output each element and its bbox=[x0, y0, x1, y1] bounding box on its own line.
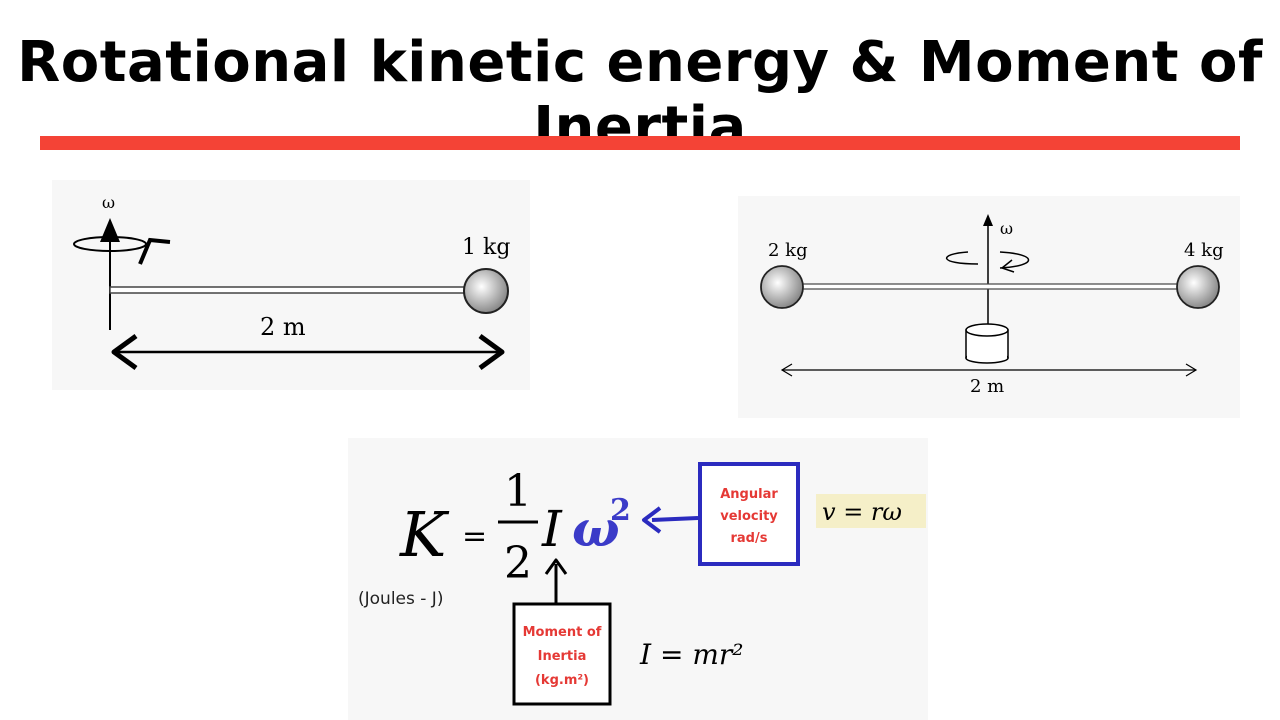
length-arrow-left bbox=[111, 333, 138, 371]
fraction-numerator: 1 bbox=[504, 466, 532, 517]
omega-symbol: ω bbox=[572, 499, 620, 558]
diagram-two-masses: ω 2 kg 4 kg 2 m bbox=[738, 196, 1240, 418]
length-label: 2 m bbox=[260, 313, 306, 341]
inertia-relation: I = mr² bbox=[639, 638, 743, 671]
rod bbox=[779, 283, 1201, 290]
moment-box-line-1: Moment of bbox=[523, 625, 602, 640]
omega-label: ω bbox=[102, 193, 115, 212]
fraction-denominator: 2 bbox=[504, 538, 532, 589]
rotation-arrow bbox=[138, 237, 171, 265]
omega-pointer-line bbox=[651, 516, 699, 522]
moment-of-inertia-box bbox=[512, 602, 612, 706]
kinetic-energy-symbol: K bbox=[399, 498, 450, 571]
mass-label: 1 kg bbox=[462, 235, 510, 260]
diagram-single-mass: ω 1 kg 2 m bbox=[52, 180, 530, 390]
mass-ball-left bbox=[760, 265, 804, 309]
velocity-relation-highlight bbox=[816, 494, 926, 528]
mass-ball-right bbox=[1176, 265, 1220, 309]
angular-velocity-box bbox=[698, 462, 800, 566]
angular-box-line-3: rad/s bbox=[731, 531, 768, 546]
angular-box-line-2: velocity bbox=[720, 509, 778, 524]
moment-box-line-2: Inertia bbox=[538, 649, 587, 664]
inertia-pointer-head bbox=[544, 558, 568, 575]
length-arrow-right bbox=[1185, 363, 1198, 377]
rotation-loop bbox=[945, 251, 1030, 269]
equals-sign: = bbox=[462, 519, 487, 554]
pivot-cylinder-top bbox=[965, 323, 1009, 337]
omega-label: ω bbox=[1000, 219, 1013, 238]
omega-pointer-head bbox=[642, 506, 662, 534]
mass-ball bbox=[463, 268, 509, 314]
length-arrow-right bbox=[478, 333, 505, 371]
page-title: Rotational kinetic energy & Moment of In… bbox=[17, 30, 1263, 160]
rotation-arrow bbox=[1000, 259, 1015, 273]
axis-arrow-head bbox=[100, 218, 120, 242]
velocity-relation: v = rω bbox=[822, 498, 902, 526]
omega-exponent: 2 bbox=[610, 493, 631, 528]
length-arrow-left bbox=[780, 363, 793, 377]
moment-box-line-3: (kg.m²) bbox=[535, 673, 589, 688]
units-label: (Joules - J) bbox=[358, 589, 443, 609]
inertia-symbol: I bbox=[541, 500, 563, 558]
rotation-loop bbox=[73, 236, 147, 252]
title-underline bbox=[40, 136, 1240, 150]
length-label: 2 m bbox=[970, 376, 1004, 397]
angular-box-line-1: Angular bbox=[720, 487, 778, 502]
formula-panel: K = 1 2 I ω 2 Angular velocity rad/s v =… bbox=[348, 438, 928, 720]
mass-right-label: 4 kg bbox=[1184, 240, 1224, 261]
axis-arrow-head bbox=[983, 214, 993, 226]
mass-left-label: 2 kg bbox=[768, 240, 808, 261]
rod bbox=[109, 286, 471, 294]
